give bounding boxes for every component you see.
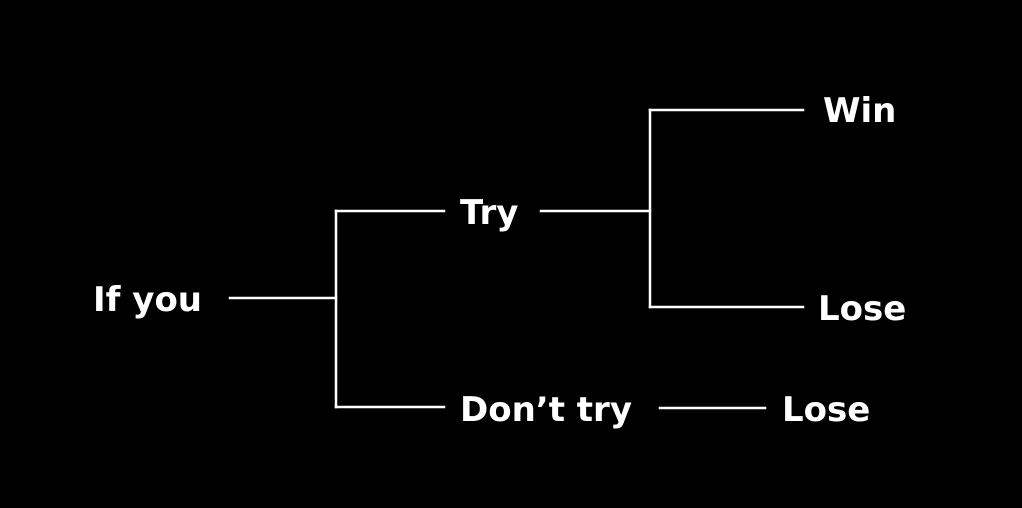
- node-lose-after-try: Lose: [818, 289, 907, 329]
- node-try: Try: [460, 193, 519, 233]
- node-if-you: If you: [93, 280, 203, 320]
- node-win: Win: [823, 91, 897, 131]
- node-dont-try: Don’t try: [460, 390, 632, 430]
- node-lose-after-dont-try: Lose: [782, 390, 871, 430]
